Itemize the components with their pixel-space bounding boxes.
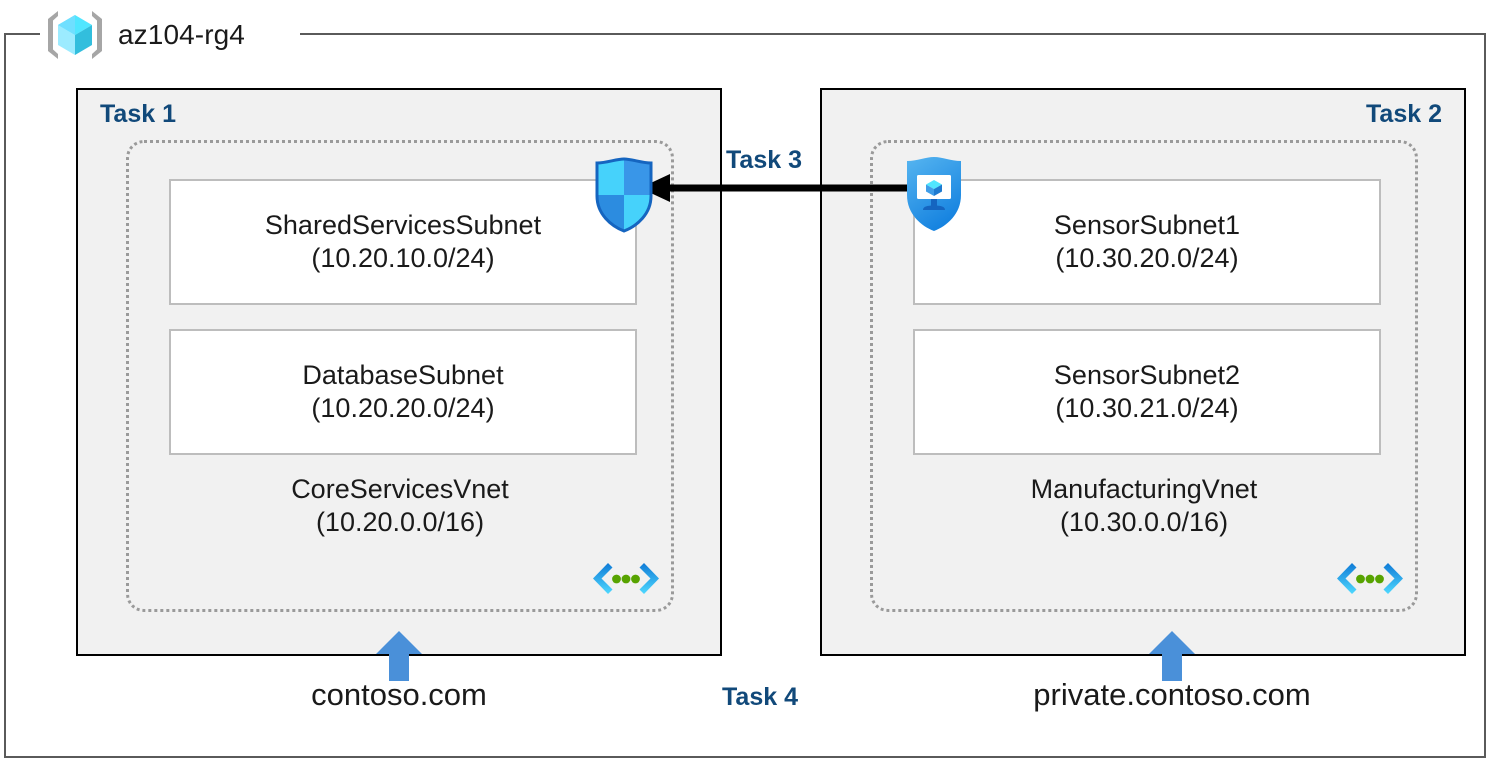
resource-group-title: az104-rg4	[118, 19, 245, 50]
shield-virtual-machine-icon	[895, 153, 973, 235]
vnet-name: CoreServicesVnet	[291, 474, 509, 504]
resource-group-header: az104-rg4	[44, 4, 255, 66]
dns-zone-label-contoso: contoso.com	[311, 677, 487, 712]
vnet-name-block: CoreServicesVnet (10.20.0.0/16)	[129, 473, 671, 539]
subnet-cidr: (10.30.21.0/24)	[1055, 393, 1239, 423]
network-security-group-shield-icon	[585, 156, 663, 234]
resource-group-cube-icon	[44, 7, 106, 63]
subnet-name: SensorSubnet2	[1053, 360, 1241, 391]
subnet-cidr: (10.30.20.0/24)	[1055, 243, 1239, 273]
vnet-cidr: (10.30.0.0/16)	[1059, 506, 1229, 537]
task-3-label: Task 3	[722, 146, 806, 175]
subnet-name: SensorSubnet1	[1053, 210, 1241, 241]
vnet-cidr: (10.20.0.0/16)	[315, 506, 485, 537]
vnet-manufacturingvnet: SensorSubnet1 (10.30.20.0/24) SensorSubn…	[870, 140, 1418, 612]
task-1-container: Task 1 SharedServicesSubnet (10.20.10.0/…	[76, 88, 722, 656]
resource-group-frame-top-right-segment	[300, 33, 1486, 35]
subnet-cidr: (10.20.20.0/24)	[311, 393, 495, 423]
virtual-network-icon	[1335, 559, 1405, 605]
dns-link-arrow-icon-private-contoso	[1148, 631, 1196, 681]
subnet-databasesubnet: DatabaseSubnet (10.20.20.0/24)	[169, 329, 637, 455]
subnet-sensorsubnet1: SensorSubnet1 (10.30.20.0/24)	[913, 179, 1381, 305]
dns-zone-label-private-contoso: private.contoso.com	[1033, 677, 1311, 712]
resource-group-frame	[4, 33, 1486, 758]
task-3-connection-arrow-icon	[640, 165, 920, 211]
vnet-coreservicesvnet: SharedServicesSubnet (10.20.10.0/24) Dat…	[126, 140, 674, 612]
virtual-network-icon	[591, 559, 661, 605]
task-1-label: Task 1	[100, 100, 176, 128]
subnet-sensorsubnet2: SensorSubnet2 (10.30.21.0/24)	[913, 329, 1381, 455]
subnet-cidr: (10.20.10.0/24)	[311, 243, 495, 273]
subnet-sharedservicessubnet: SharedServicesSubnet (10.20.10.0/24)	[169, 179, 637, 305]
vnet-name-block: ManufacturingVnet (10.30.0.0/16)	[873, 473, 1415, 539]
subnet-name: SharedServicesSubnet	[264, 210, 542, 241]
task-4-label: Task 4	[722, 683, 798, 711]
task-2-label: Task 2	[1366, 100, 1442, 128]
subnet-name: DatabaseSubnet	[302, 360, 504, 391]
vnet-name: ManufacturingVnet	[1030, 474, 1258, 504]
resource-group-frame-top-left-segment	[4, 33, 40, 35]
dns-link-arrow-icon-contoso	[375, 631, 423, 681]
